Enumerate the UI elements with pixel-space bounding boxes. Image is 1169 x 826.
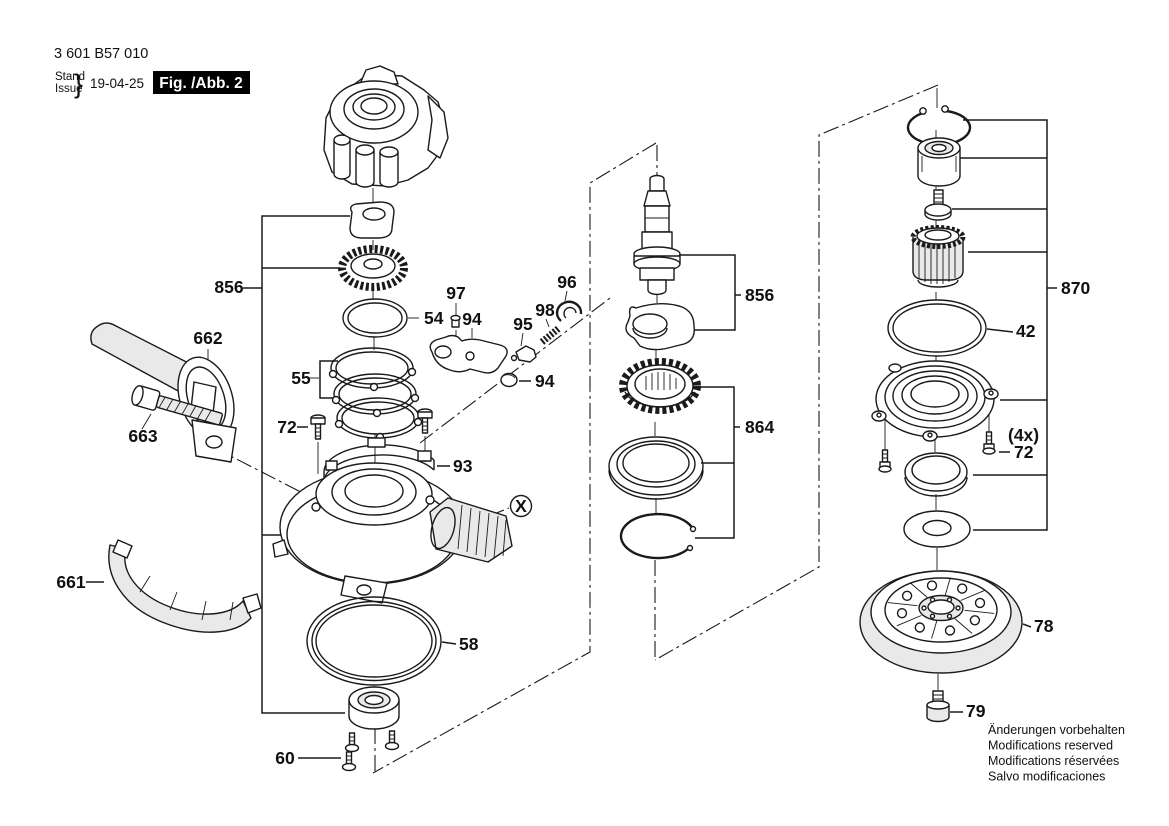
callout-93: 93 [453,456,473,476]
part-extraction-housing [272,462,513,604]
callout-72-left: 72 [277,417,297,437]
figure-label-box: Fig. /Abb. 2 [153,71,250,94]
part-hose-connector [429,497,513,563]
callout-870: 870 [1061,278,1090,298]
part-fan-wheel [338,245,408,291]
part-screw-72-right-1 [878,449,892,473]
notice-line-fr: Modifications réservées [988,754,1119,768]
part-clutch-gear-870 [910,225,966,288]
part-screw-72-right-2 [982,431,996,455]
callout-98: 98 [535,300,555,320]
notice-line-es: Salvo modificaciones [988,770,1105,784]
callout-663: 663 [128,426,157,446]
part-bearing-870 [917,137,961,187]
callout-labels: 856 662 663 661 54 55 72 97 94 95 98 96 … [56,272,1090,768]
callout-96: 96 [557,272,577,292]
callout-54: 54 [424,308,444,328]
part-pin-97 [450,314,461,328]
callout-4x: (4x) [1008,425,1039,445]
brace-glyph: } [74,69,83,99]
callout-94-upper: 94 [462,309,482,329]
part-cap-94 [500,372,518,388]
callout-662: 662 [193,328,222,348]
leader-lines [86,287,1032,759]
part-ring-gear-864 [619,358,701,414]
bracket-870 [952,119,1057,531]
callout-72-right: 72 [1014,442,1034,462]
part-gear-housing [323,65,449,188]
part-clutch-lever-94 [429,334,508,374]
part-seal-ring-864 [608,436,704,500]
part-screw-663 [131,385,224,426]
part-bearing-lower [348,686,400,730]
part-gasket-set-55 [328,347,423,442]
figure-label: Fig. /Abb. 2 [159,75,243,92]
issue-date: 19-04-25 [90,76,144,91]
part-screw-72-left-2 [417,408,433,434]
part-brake-ring-93 [323,437,435,483]
part-cam-plate [349,201,395,239]
callout-97: 97 [446,283,465,303]
callout-78: 78 [1034,616,1054,636]
part-screw-72-left-1 [310,414,326,440]
bracket-856-mid [680,254,741,331]
part-sanding-pad-78 [859,570,1023,674]
part-eccentric-spindle [633,174,681,296]
callout-856-mid: 856 [745,285,774,305]
part-seal-870 [904,452,968,497]
stand-label: Stand [55,71,85,83]
callout-60: 60 [275,748,295,768]
part-cam-mid [625,303,695,351]
notice-line-en: Modifications reserved [988,739,1113,753]
part-bearing-flange-870 [871,360,999,442]
bracket-864 [695,386,740,539]
callout-79: 79 [966,701,986,721]
part-screws-60 [341,730,400,772]
part-o-ring-42 [887,299,987,357]
part-screw-79 [926,690,950,723]
part-sealing-ring-58 [306,596,442,686]
part-block-95 [510,345,537,363]
part-number: 3 601 B57 010 [54,46,148,62]
callout-856-left: 856 [214,277,243,297]
callout-94-lower: 94 [535,371,555,391]
part-screw-870 [924,189,952,221]
notice-line-de: Änderungen vorbehalten [988,723,1125,737]
part-guard-skirt-661 [108,539,262,633]
issue-label: Issue [55,83,83,95]
part-o-ring-54 [342,298,408,338]
bracket-55 [319,360,338,399]
x-marker-text: X [515,496,527,516]
part-snap-ring-864 [619,512,697,560]
legal-notice: Änderungen vorbehalten Modifications res… [988,723,1125,784]
callout-42: 42 [1016,321,1036,341]
callout-864: 864 [745,417,774,437]
callout-55: 55 [291,368,311,388]
callout-x-marker: X [509,494,533,518]
phantom-boundary-lines [212,84,939,774]
part-washer-870 [903,510,971,548]
title-block: 3 601 B57 010 Stand Issue } 19-04-25 Fig… [54,46,250,99]
callout-661: 661 [56,572,85,592]
callout-58: 58 [459,634,479,654]
part-spring-98 [539,325,562,345]
part-clip-96 [555,300,583,322]
callout-95: 95 [513,314,533,334]
